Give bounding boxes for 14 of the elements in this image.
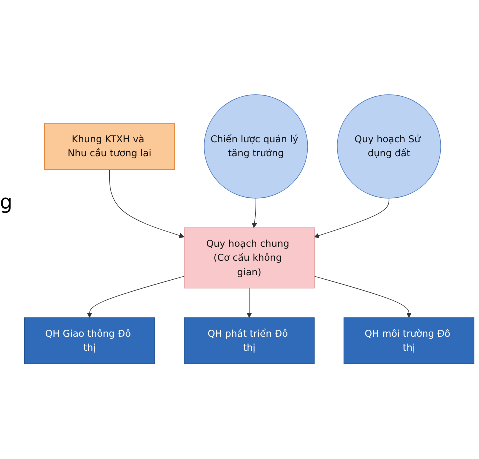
arrow	[314, 276, 412, 318]
arrow	[252, 198, 258, 228]
node-box: QH Giao thông Đô thị	[24, 318, 156, 364]
node-box: Quy hoạch chung (Cơ cấu không gian)	[184, 228, 315, 289]
arrow	[109, 169, 185, 238]
arrow	[246, 288, 252, 318]
text-fragment: g	[0, 190, 13, 214]
node-box: QH môi trường Đô thị	[344, 318, 475, 364]
node-circle: Chiến lược quản lý tăng trưởng	[204, 94, 308, 199]
arrow	[87, 276, 185, 318]
node-circle: Quy hoạch Sử dụng đất	[337, 94, 442, 199]
arrow	[314, 198, 390, 238]
node-box: Khung KTXH và Nhu cầu tương lai	[44, 123, 176, 170]
node-box: QH phát triển Đô thị	[184, 318, 315, 364]
